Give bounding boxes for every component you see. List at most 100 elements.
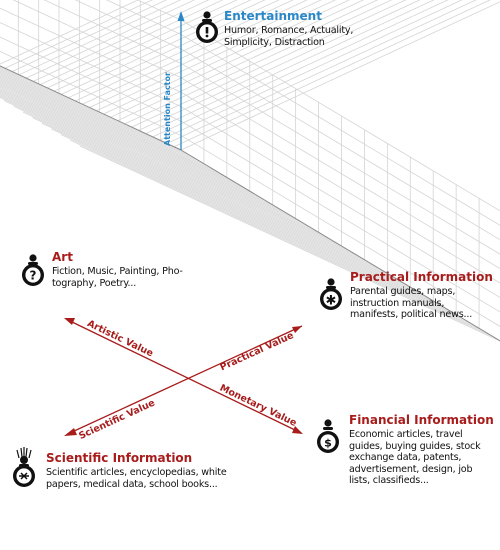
attention-axis-label: Attention Factor [163, 72, 172, 146]
floor-grid-line [0, 81, 304, 224]
scientist-person-icon [13, 447, 35, 487]
floor-grid-line [4, 0, 153, 69]
art-block: Art Fiction, Music, Painting, Pho-tograp… [52, 250, 202, 289]
floor-grid-line [75, 0, 294, 102]
floor-grid-line [124, 0, 393, 125]
scientific-value-label: Scientific Value [77, 398, 156, 442]
left-wall-grid-line [43, 0, 182, 64]
isometric-grid [0, 0, 500, 342]
floor-grid-line [40, 0, 224, 85]
floor-grid-line [3, 100, 427, 298]
floor-grid-line [51, 128, 474, 326]
floor-grid-line [68, 0, 280, 99]
gear-person-icon: ✱ [320, 278, 342, 310]
scientific-information-description: Scientific articles, encyclopedias, whit… [46, 467, 227, 490]
floor-grid-line [0, 95, 408, 286]
floor-grid-line [0, 76, 267, 202]
practical-information-title: Practical Information [350, 270, 493, 284]
floor-grid-line [25, 0, 196, 79]
right-wall-grid-line [180, 91, 500, 284]
left-wall-grid-line [0, 36, 182, 122]
floor-grid-line [138, 0, 421, 131]
monetary-value-label: Monetary Value [218, 383, 298, 429]
svg-text:?: ? [30, 268, 37, 282]
floor-grid-line [110, 0, 365, 118]
floor-grid-line [173, 0, 491, 148]
right-wall-grid-line [180, 77, 500, 270]
practical-information-block: Practical Information Parental guides, m… [350, 270, 498, 321]
right-wall-grid-line [180, 106, 500, 298]
left-wall-grid-line [0, 51, 182, 136]
floor-grid-line [117, 0, 379, 121]
scientific-information-block: Scientific Information Scientific articl… [46, 451, 256, 490]
dollar-person-icon: $ [317, 419, 339, 453]
financial-information-title: Financial Information [349, 413, 494, 427]
floor-grid-line [0, 78, 276, 207]
floor-grid-line [0, 66, 191, 157]
entertainment-title: Entertainment [224, 9, 322, 23]
floor-grid-line [0, 88, 352, 253]
floor-grid-line [0, 0, 139, 65]
floor-grid-line [0, 90, 370, 264]
left-wall-grid-line [12, 0, 182, 79]
floor-grid-line [60, 134, 484, 332]
floor-grid-line [0, 94, 399, 281]
exclamation-person-icon [196, 11, 218, 43]
left-wall-grid-line [136, 0, 182, 21]
floor-back-edge [0, 65, 182, 151]
art-title: Art [52, 250, 73, 264]
floor-grid-line [0, 93, 389, 275]
practical-information-description: Parental guides, maps, instruction manua… [350, 286, 473, 320]
artistic-value-label: Artistic Value [85, 318, 155, 359]
floor-grid-line [0, 68, 201, 162]
floor-grid-line [33, 0, 210, 82]
left-wall-grid-line [105, 0, 182, 35]
floor-grid-line [0, 91, 380, 269]
floor-grid-line [0, 74, 248, 190]
floor-grid-line [79, 145, 500, 342]
right-wall-grid-line [180, 135, 500, 327]
floor-grid-line [0, 97, 418, 292]
left-wall-grid-line [0, 7, 182, 93]
question-person-icon: ? [22, 254, 44, 286]
value-axes [64, 318, 303, 436]
floor-grid-line [82, 0, 308, 105]
right-wall-grid-line [180, 62, 500, 255]
attention-axis [177, 11, 185, 150]
left-wall-grid-line [74, 0, 182, 50]
art-description: Fiction, Music, Painting, Pho-tography, … [52, 266, 183, 289]
floor-grid-line [13, 105, 437, 303]
floor-grid-line [0, 71, 229, 179]
entertainment-description: Humor, Romance, Actuality, Simplicity, D… [224, 25, 354, 48]
entertainment-block: Entertainment Humor, Romance, Actuality,… [224, 9, 414, 48]
left-wall-grid-line [0, 22, 182, 108]
floor-grid-line [89, 0, 322, 108]
right-wall-grid-line [180, 19, 500, 212]
floor-grid-line [22, 111, 446, 309]
financial-information-block: Financial Information Economic articles,… [349, 413, 497, 487]
floor-grid-line [0, 73, 238, 185]
floor-grid-line [0, 65, 182, 151]
floor-grid-line [0, 79, 286, 213]
floor-grid-line [145, 0, 435, 135]
floor-grid-line [0, 85, 333, 241]
floor-grid-line [0, 84, 323, 236]
floor-back-edge [180, 149, 500, 342]
floor-grid-line [70, 139, 493, 337]
floor-grid-line [0, 69, 210, 168]
floor-grid-line [96, 0, 336, 112]
financial-information-description: Economic articles, travel guides, buying… [349, 429, 481, 486]
floor-grid-line [18, 0, 182, 76]
floor-grid-line [0, 80, 295, 219]
floor-grid-line [0, 86, 342, 247]
floor-grid-line [152, 0, 449, 138]
floor-grid-line [0, 75, 257, 196]
floor-grid-line [166, 0, 477, 144]
floor-grid-line [0, 89, 361, 258]
floor-grid-line [54, 0, 252, 92]
floor-grid-line [180, 1, 500, 151]
right-wall-grid-line [180, 120, 500, 313]
svg-text:✱: ✱ [326, 294, 337, 309]
floor-grid-line [0, 83, 314, 230]
